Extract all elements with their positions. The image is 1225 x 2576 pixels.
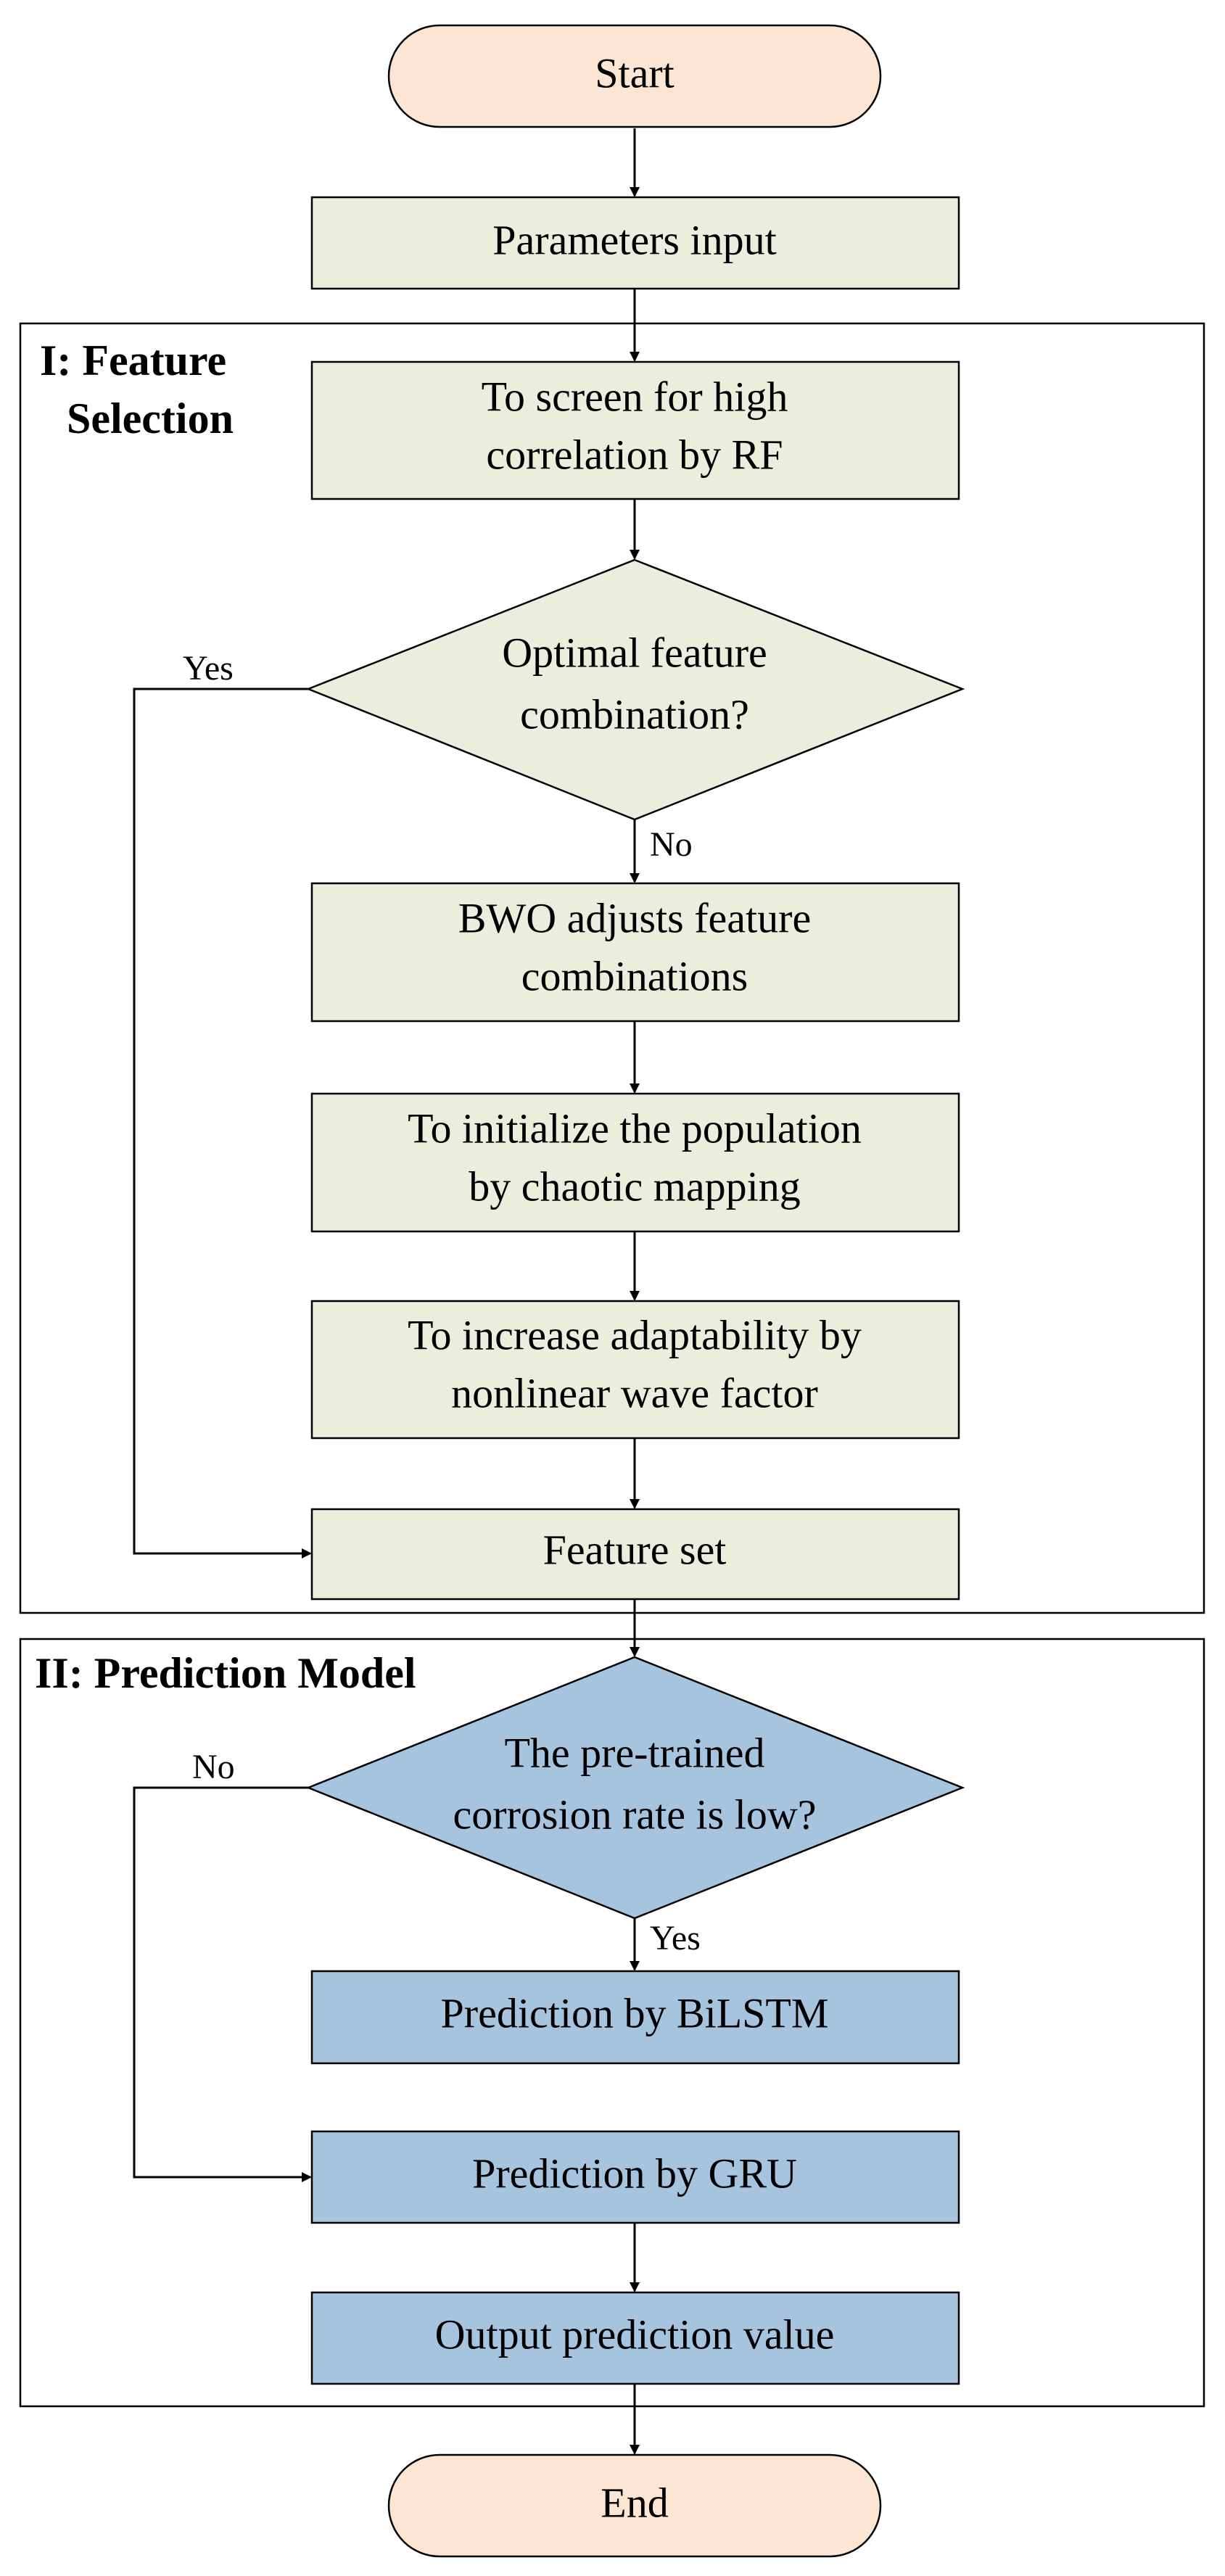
feature-set-label: Feature set (543, 1526, 727, 1573)
bilstm-node: Prediction by BiLSTM (310, 1970, 960, 2065)
parameters-input-node: Parameters input (310, 196, 960, 290)
chaotic-mapping-box (310, 1092, 960, 1233)
wave-factor-node: To increase adaptability by nonlinear wa… (310, 1300, 960, 1440)
output-label: Output prediction value (435, 2311, 835, 2358)
rf-screening-node: To screen for high correlation by RF (310, 360, 960, 500)
prediction-model-section (19, 1638, 1205, 2408)
feature-set-node: Feature set (310, 1508, 960, 1601)
bwo-adjust-line1: BWO adjusts feature (458, 894, 811, 941)
bilstm-label: Prediction by BiLSTM (441, 1989, 829, 2036)
feature-selection-title-line1: I: Feature (40, 337, 226, 384)
parameters-input-label: Parameters input (492, 216, 776, 263)
label-optimal-yes: Yes (183, 649, 234, 688)
parameters-input-box (310, 196, 960, 290)
bilstm-box (310, 1970, 960, 2065)
optimal-combination-line1: Optimal feature (502, 629, 767, 676)
bwo-adjust-line2: combinations (521, 952, 748, 999)
chaotic-mapping-line2: by chaotic mapping (469, 1163, 800, 1210)
chaotic-mapping-node: To initialize the population by chaotic … (310, 1092, 960, 1233)
rf-screening-line1: To screen for high (482, 373, 788, 420)
end-node: End (387, 2453, 882, 2558)
bwo-adjust-node: BWO adjusts feature combinations (310, 882, 960, 1023)
gru-node: Prediction by GRU (310, 2130, 960, 2224)
label-pretrained-yes: Yes (650, 1919, 701, 1957)
output-box (310, 2291, 960, 2385)
start-label: Start (595, 49, 675, 96)
rf-screening-box (310, 360, 960, 500)
start-terminal-shape (387, 24, 882, 128)
optimal-combination-diamond (305, 558, 965, 821)
bwo-adjust-box (310, 882, 960, 1023)
start-node: Start (387, 24, 882, 128)
end-label: End (601, 2479, 668, 2526)
label-optimal-no: No (650, 825, 693, 864)
corrosion-rate-line2: corrosion rate is low? (453, 1791, 817, 1838)
gru-box (310, 2130, 960, 2224)
corrosion-rate-line1: The pre-trained (504, 1729, 764, 1776)
optimal-combination-line2: combination? (520, 690, 749, 738)
prediction-model-title: II: Prediction Model (35, 1649, 416, 1697)
end-terminal-shape (387, 2453, 882, 2558)
rf-screening-line2: correlation by RF (486, 431, 783, 478)
wave-factor-line1: To increase adaptability by (408, 1311, 862, 1358)
gru-label: Prediction by GRU (472, 2150, 797, 2197)
corrosion-rate-diamond (305, 1656, 965, 1920)
chaotic-mapping-line1: To initialize the population (408, 1105, 862, 1152)
feature-selection-title-line2: Selection (67, 395, 234, 442)
wave-factor-box (310, 1300, 960, 1440)
edge-pretrained-no-gru (133, 1786, 312, 2182)
feature-selection-section (19, 322, 1205, 1614)
connectors (133, 128, 640, 2455)
wave-factor-line2: nonlinear wave factor (451, 1369, 818, 1416)
corrosion-rate-decision: The pre-trained corrosion rate is low? (305, 1656, 965, 1920)
output-node: Output prediction value (310, 2291, 960, 2385)
optimal-combination-decision: Optimal feature combination? (305, 558, 965, 821)
feature-set-box (310, 1508, 960, 1601)
edge-optimal-yes-featureset (133, 688, 312, 1559)
label-pretrained-no: No (192, 1748, 235, 1786)
